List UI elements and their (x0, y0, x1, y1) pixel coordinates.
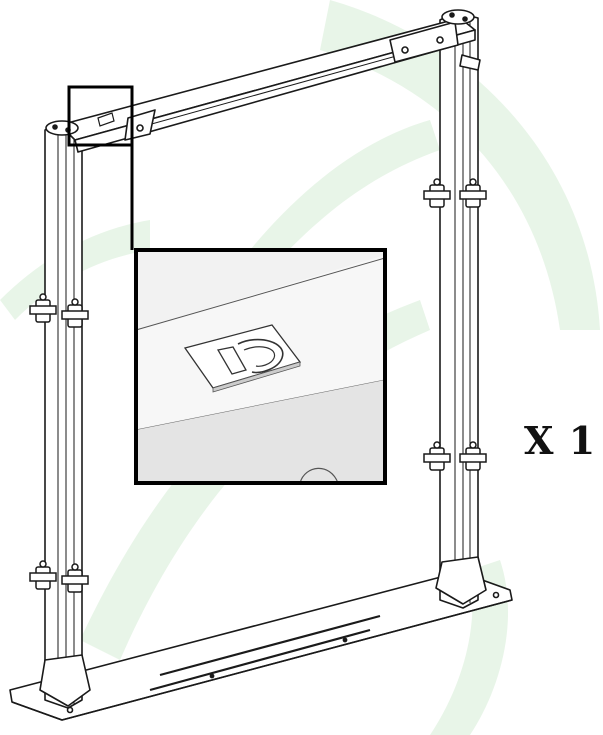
left-post (44, 121, 83, 709)
right-post (439, 11, 479, 609)
coupler-clamp (459, 178, 487, 208)
coupler-clamp (423, 441, 451, 471)
gate-frame (9, 9, 513, 721)
quantity-label: X 1 (524, 418, 597, 463)
coupler-clamp (423, 178, 451, 208)
coupler-clamp (61, 563, 89, 593)
coupler-clamp (29, 560, 57, 590)
detail-callout (67, 85, 134, 250)
left-foot-bracket (39, 654, 91, 707)
zoom-inset (134, 248, 387, 485)
logo-marker (183, 324, 302, 393)
coupler-clamp (29, 293, 57, 323)
base-plate (9, 571, 513, 721)
coupler-clamp (459, 441, 487, 471)
coupler-clamps (29, 178, 487, 593)
highlight-box (67, 85, 134, 147)
right-foot-bracket (435, 556, 487, 605)
coupler-clamp (61, 298, 89, 328)
